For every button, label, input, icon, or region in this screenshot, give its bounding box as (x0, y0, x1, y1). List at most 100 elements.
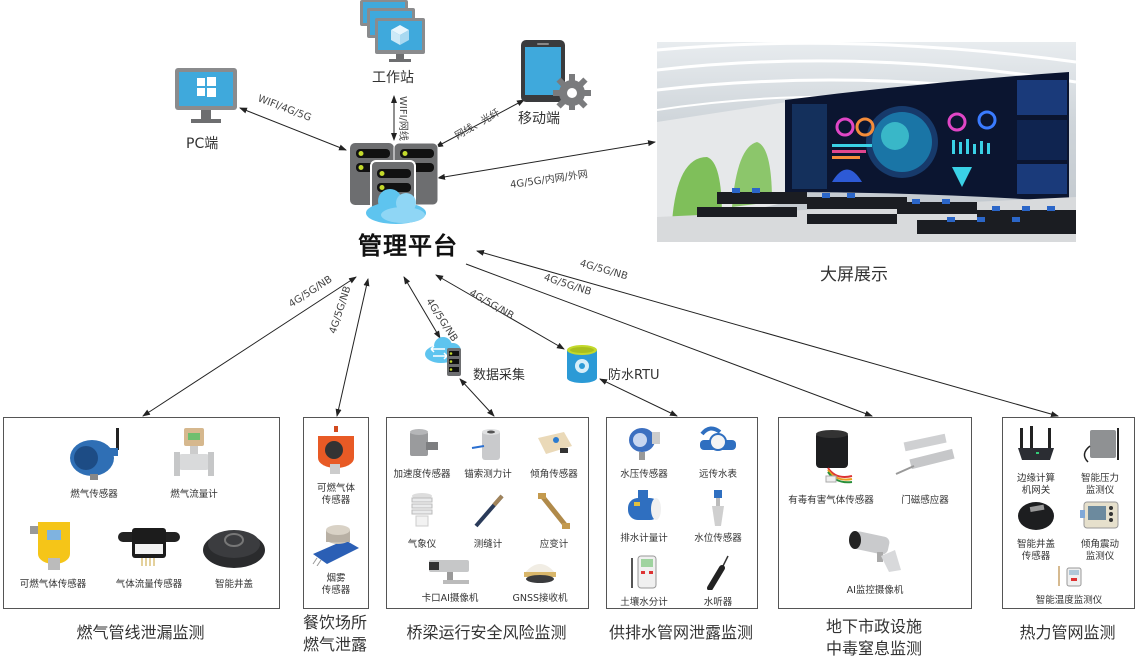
device-label: 卡口AI摄像机 (421, 593, 479, 604)
workstation-label: 工作站 (372, 70, 414, 86)
device-label: 水听器 (703, 597, 733, 608)
device-drainage-meter[interactable]: 排水计量计 (609, 490, 679, 545)
device-label: 门磁感应器 (901, 495, 949, 506)
rtu-node[interactable] (566, 344, 598, 388)
device-label: 土壤水分计 (620, 597, 668, 608)
control-room-illustration (657, 42, 1076, 242)
platform-node[interactable] (348, 139, 440, 233)
device-label: 测缝计 (473, 539, 503, 550)
data-collect-label: 数据采集 (473, 368, 526, 383)
device-smart-pressure-monitor[interactable]: 智能压力监测仪 (1069, 426, 1131, 497)
device-tilt-vibration-monitor[interactable]: 倾角震动监测仪 (1069, 498, 1131, 563)
group-bridge: 加速度传感器 锚索测力计 倾角传感器 气象仪 测缝计 (386, 417, 589, 609)
weather-station-image (411, 493, 433, 527)
hydrophone-image (707, 555, 729, 591)
control-room-image (657, 42, 1076, 242)
device-toxic-gas-sensor[interactable]: 有毒有害气体传感器 (781, 430, 881, 507)
device-tilt-sensor[interactable]: 倾角传感器 (521, 428, 587, 481)
pc-label: PC端 (186, 136, 219, 152)
device-label: 倾角震动监测仪 (1080, 539, 1119, 562)
windows-monitor-icon (175, 68, 237, 123)
device-door-magnetic-sensor[interactable]: 门磁感应器 (883, 430, 967, 507)
workstation-node[interactable] (358, 0, 428, 70)
device-label: 燃气流量计 (170, 489, 218, 500)
data-collect-node[interactable] (423, 334, 467, 382)
device-weather-station[interactable]: 气象仪 (389, 490, 455, 551)
link-catering (335, 278, 370, 417)
device-label: 远传水表 (698, 469, 737, 480)
device-checkpoint-ai-camera[interactable]: 卡口AI摄像机 (407, 556, 493, 605)
door-magnetic-sensor-image (895, 433, 955, 475)
link-heating (476, 250, 1059, 417)
device-crack-meter[interactable]: 测缝计 (455, 490, 521, 551)
device-gas-flow-sensor[interactable]: 气体流量传感器 (104, 518, 194, 591)
device-hydrophone[interactable]: 水听器 (683, 554, 753, 609)
tilt-sensor-image (538, 432, 572, 454)
device-smoke-sensor[interactable]: 烟雾传感器 (304, 524, 368, 597)
device-label: 排水计量计 (620, 533, 668, 544)
device-label: 加速度传感器 (393, 469, 451, 480)
device-accelerometer[interactable]: 加速度传感器 (389, 428, 455, 481)
link-gas-pipeline (142, 276, 357, 417)
device-smart-manhole-sensor[interactable]: 智能井盖传感器 (1005, 498, 1067, 563)
device-smart-temperature-monitor[interactable]: 智能温度监测仪 (1013, 566, 1125, 607)
mobile-node[interactable] (519, 38, 591, 114)
device-anchor-load-cell[interactable]: 锚索测力计 (455, 428, 521, 481)
tilt-vibration-monitor-image (1080, 501, 1119, 529)
gas-flowmeter-image (174, 428, 214, 476)
device-catering-combustible-sensor[interactable]: 可燃气体传感器 (304, 426, 368, 507)
group-catering: 可燃气体传感器 烟雾传感器 (303, 417, 369, 609)
device-label: 燃气传感器 (70, 489, 118, 500)
device-label: 智能井盖传感器 (1016, 539, 1055, 562)
device-gnss-receiver[interactable]: GNSS接收机 (497, 556, 583, 605)
device-strain-gauge[interactable]: 应变计 (521, 490, 587, 551)
manhole-sensor-image (1018, 502, 1054, 530)
link-mobile (435, 99, 525, 148)
pc-node[interactable] (174, 67, 238, 131)
device-label: 智能温度监测仪 (1035, 595, 1103, 606)
platform-title: 管理平台 (358, 232, 458, 260)
mobile-gear-icon (521, 40, 591, 112)
device-smart-manhole[interactable]: 智能井盖 (194, 518, 274, 591)
group-caption-catering: 餐饮场所燃气泄露 (302, 613, 367, 654)
group-underground: 有毒有害气体传感器 门磁感应器 AI监控摄像机 (778, 417, 972, 609)
group-caption-underground: 地下市政设施中毒窒息监测 (825, 617, 922, 658)
group-caption-heating: 热力管网监测 (1019, 623, 1116, 642)
link-bigscreen (437, 140, 656, 180)
surveillance-camera-image (849, 531, 901, 572)
device-label: GNSS接收机 (512, 593, 568, 604)
device-label: 应变计 (539, 539, 569, 550)
cloud-server-icon (425, 337, 461, 376)
group-gas-pipeline: 燃气传感器 燃气流量计 可燃气体传感器 气体流量传感器 (3, 417, 280, 609)
device-gas-sensor[interactable]: 燃气传感器 (44, 426, 144, 501)
pressure-monitor-image (1083, 428, 1119, 463)
device-water-pressure-sensor[interactable]: 水压传感器 (609, 426, 679, 481)
device-gas-flowmeter[interactable]: 燃气流量计 (144, 426, 244, 501)
device-soil-moisture-meter[interactable]: 土壤水分计 (609, 554, 679, 609)
checkpoint-camera-image (429, 560, 469, 584)
device-label: 倾角传感器 (530, 469, 578, 480)
device-label: 边缘计算机网关 (1016, 473, 1055, 496)
smoke-sensor-image (312, 525, 359, 567)
device-label: 智能压力监测仪 (1080, 473, 1119, 496)
database-gear-icon (567, 345, 597, 383)
strain-gauge-image (538, 493, 570, 529)
group-water: 水压传感器 远传水表 排水计量计 水位传感器 土壤水分计 (606, 417, 758, 609)
device-ai-surveillance-camera[interactable]: AI监控摄像机 (825, 526, 925, 597)
device-remote-water-meter[interactable]: 远传水表 (683, 426, 753, 481)
link-data-collect (403, 276, 441, 339)
mobile-label: 移动端 (518, 111, 560, 127)
anchor-load-cell-image (471, 429, 500, 460)
water-level-sensor-image (712, 490, 724, 526)
gnss-receiver-image (524, 564, 556, 583)
water-pressure-sensor-image (629, 428, 660, 460)
combustible-gas-sensor-image (30, 522, 70, 570)
smart-manhole-image (203, 530, 265, 568)
drainage-meter-image (628, 490, 661, 520)
device-edge-gateway[interactable]: 边缘计算机网关 (1005, 426, 1067, 497)
device-label: 有毒有害气体传感器 (788, 495, 874, 506)
device-water-level-sensor[interactable]: 水位传感器 (683, 490, 753, 545)
link-label-workstation: WIFI/网线 (397, 96, 408, 141)
device-combustible-gas-sensor[interactable]: 可燃气体传感器 (6, 518, 100, 591)
crack-meter-image (474, 494, 504, 528)
